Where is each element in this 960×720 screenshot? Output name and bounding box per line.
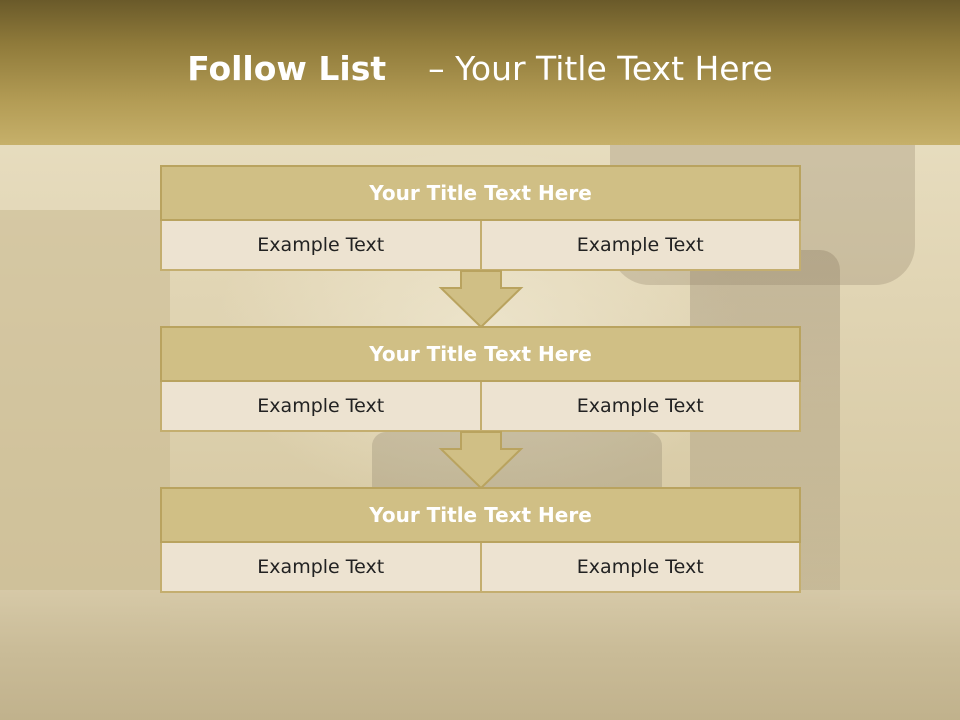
list-block-title: Your Title Text Here [160,165,801,221]
down-arrow-icon [438,431,524,489]
slide-title: Follow List – Your Title Text Here [187,49,773,88]
down-arrow-icon [438,270,524,328]
list-block-title: Your Title Text Here [160,487,801,543]
list-cell-left: Example Text [160,221,482,271]
slide-header: Follow List – Your Title Text Here [0,0,960,145]
list-cell-left: Example Text [160,543,482,593]
list-block-title: Your Title Text Here [160,326,801,382]
list-cell-left: Example Text [160,382,482,432]
background-ledge [0,590,960,720]
list-cell-right: Example Text [481,221,801,271]
list-block-row: Example Text Example Text [160,382,801,432]
list-block-row: Example Text Example Text [160,221,801,271]
list-block-3: Your Title Text Here Example Text Exampl… [160,487,801,593]
slide-title-bold: Follow List [187,49,387,88]
list-block-1: Your Title Text Here Example Text Exampl… [160,165,801,271]
slide-title-rest: – Your Title Text Here [428,49,773,88]
list-cell-right: Example Text [481,543,801,593]
list-block-row: Example Text Example Text [160,543,801,593]
slide-title-separator [397,49,418,88]
list-cell-right: Example Text [481,382,801,432]
background-city [0,210,170,630]
list-block-2: Your Title Text Here Example Text Exampl… [160,326,801,432]
